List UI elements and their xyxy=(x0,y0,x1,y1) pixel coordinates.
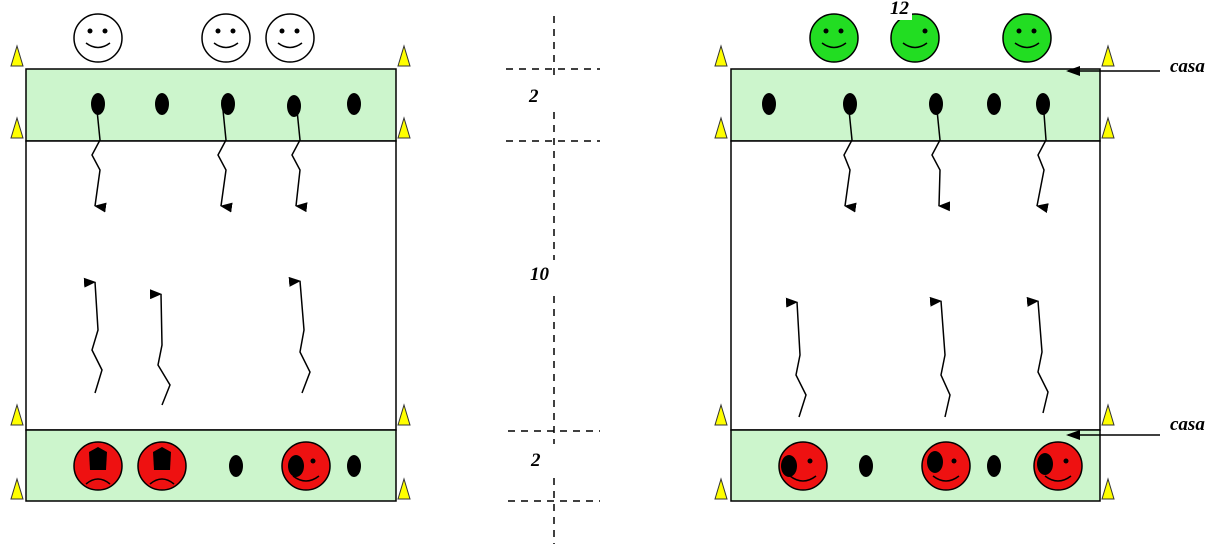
right-middle-zone xyxy=(730,140,1101,431)
arrow-icon xyxy=(785,296,1049,418)
dimension-lines xyxy=(506,16,600,544)
marker-dot-icon xyxy=(91,93,361,117)
arrow-icon xyxy=(1066,66,1160,440)
smiley-face-icon xyxy=(809,13,1052,63)
arrow-icon xyxy=(83,276,311,406)
zone-bottom-label: 2 xyxy=(531,450,541,471)
left-field xyxy=(10,13,411,502)
right-field xyxy=(714,13,1160,502)
left-home-zone-top xyxy=(25,68,397,142)
carry-face xyxy=(781,451,1072,482)
cone-icon xyxy=(10,44,411,500)
marker-dot-icon xyxy=(229,455,361,477)
left-middle-zone xyxy=(25,140,397,431)
smiley-face-icon xyxy=(73,13,315,63)
zone-middle-label: 10 xyxy=(530,264,549,285)
arrow-icon xyxy=(91,99,308,213)
smiley-features xyxy=(87,28,300,34)
home-top-label: casa xyxy=(1170,56,1205,77)
zone-top-label: 2 xyxy=(529,86,539,107)
home-bottom-label: casa xyxy=(1170,414,1205,435)
marker-dot-icon xyxy=(859,455,1001,477)
total-label: 12 xyxy=(887,0,912,20)
marker-dot-icon xyxy=(762,93,1050,115)
cone-icon xyxy=(714,44,1115,500)
sad-face-icon xyxy=(85,447,175,485)
arrow-icon xyxy=(843,99,1049,214)
carry-face xyxy=(288,455,320,482)
